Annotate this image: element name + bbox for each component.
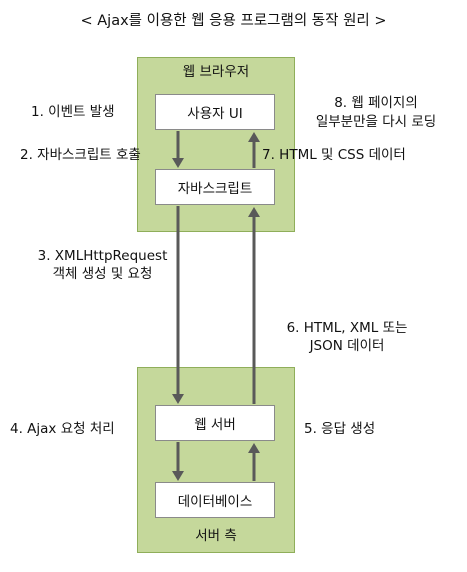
arrow-server-to-db xyxy=(172,442,184,481)
step6-label-line2: JSON 데이터 xyxy=(309,338,385,354)
step8-label-line2: 일부분만을 다시 로딩 xyxy=(315,114,437,130)
database-box: 데이터베이스 xyxy=(155,482,275,518)
arrow-js-to-ui xyxy=(248,132,260,168)
step6-label-line1: 6. HTML, XML 또는 xyxy=(286,320,408,336)
javascript-box: 자바스크립트 xyxy=(155,169,275,205)
arrow-request-to-server xyxy=(172,206,184,404)
arrow-event-to-js xyxy=(172,131,184,168)
javascript-label: 자바스크립트 xyxy=(177,181,253,197)
arrow-db-to-server xyxy=(248,443,260,481)
user-ui-label: 사용자 UI xyxy=(187,106,243,122)
step3-label-line2: 객체 생성 및 요청 xyxy=(52,266,153,282)
step5-label: 5. 응답 생성 xyxy=(304,421,376,437)
step1-label: 1. 이벤트 발생 xyxy=(31,104,115,120)
step4-label: 4. Ajax 요청 처리 xyxy=(10,421,115,437)
server-side-label: 서버 측 xyxy=(195,528,237,544)
step2-label: 2. 자바스크립트 호출 xyxy=(20,147,141,163)
step8-label-line1: 8. 웹 페이지의 xyxy=(334,95,418,111)
web-server-box: 웹 서버 xyxy=(155,405,275,441)
server-side-container xyxy=(137,367,295,553)
diagram-title: < Ajax를 이용한 웹 응용 프로그램의 동작 원리 > xyxy=(80,13,387,29)
step7-label: 7. HTML 및 CSS 데이터 xyxy=(262,147,406,163)
web-server-label: 웹 서버 xyxy=(194,417,236,433)
database-label: 데이터베이스 xyxy=(177,494,253,510)
user-ui-box: 사용자 UI xyxy=(155,94,275,130)
arrow-response-to-js xyxy=(248,207,260,404)
step3-label-line1: 3. XMLHttpRequest xyxy=(37,248,168,264)
web-browser-label: 웹 브라우저 xyxy=(182,64,250,80)
